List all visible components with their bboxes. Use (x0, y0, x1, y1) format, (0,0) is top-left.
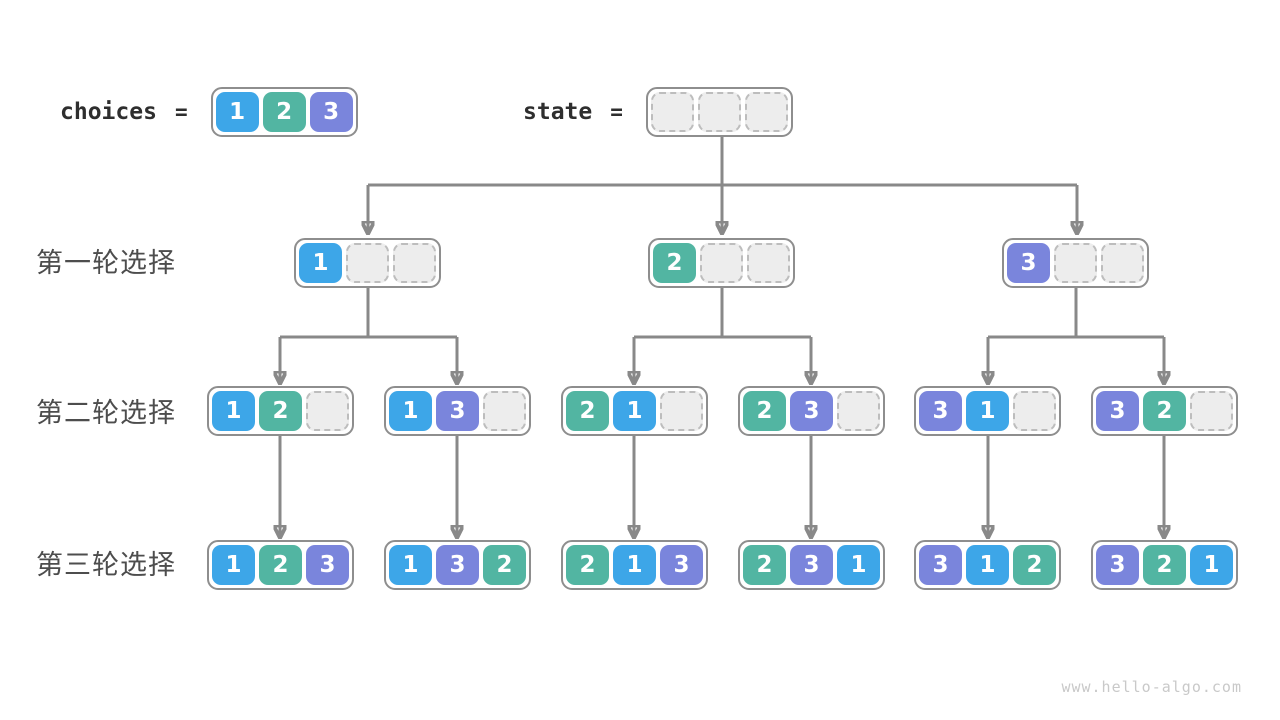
cell: 3 (1096, 545, 1139, 585)
cell (747, 243, 790, 283)
cell: 2 (566, 545, 609, 585)
branch-level1-node3 (988, 288, 1164, 381)
cell: 2 (1143, 545, 1186, 585)
cell: 3 (436, 545, 479, 585)
tree-node-L3-5: 3 2 1 (1091, 540, 1238, 590)
cell (700, 243, 743, 283)
cell: 1 (966, 545, 1009, 585)
cell: 3 (309, 92, 353, 132)
tree-node-L1-2: 3 (1002, 238, 1149, 288)
tree-node-L2-0: 1 2 (207, 386, 354, 436)
tree-node-L2-3: 2 3 (738, 386, 885, 436)
cell: 3 (1007, 243, 1050, 283)
tree-node-L2-5: 3 2 (1091, 386, 1238, 436)
cell (483, 391, 526, 431)
cell: 3 (919, 391, 962, 431)
cell: 2 (259, 391, 302, 431)
cell: 3 (660, 545, 703, 585)
tree-node-L3-0: 1 2 3 (207, 540, 354, 590)
state-equation: state = (523, 87, 793, 137)
cell (306, 391, 349, 431)
cell: 1 (389, 391, 432, 431)
cell: 3 (306, 545, 349, 585)
choices-equation: choices = 1 2 3 (60, 87, 358, 137)
cell: 2 (743, 391, 786, 431)
cell: 2 (259, 545, 302, 585)
branch-level1-node2 (634, 288, 811, 381)
root-branch (368, 136, 1077, 231)
row-label-round-3: 第三轮选择 (36, 550, 176, 580)
choices-box: 1 2 3 (210, 87, 358, 137)
cell: 2 (743, 545, 786, 585)
cell: 1 (1190, 545, 1233, 585)
cell: 1 (389, 545, 432, 585)
tree-node-L2-1: 1 3 (384, 386, 531, 436)
cell: 2 (262, 92, 306, 132)
tree-node-L3-1: 1 3 2 (384, 540, 531, 590)
watermark: www.hello-algo.com (1061, 678, 1242, 696)
tree-node-L3-4: 3 1 2 (914, 540, 1061, 590)
cell (1054, 243, 1097, 283)
cell: 2 (1143, 391, 1186, 431)
cell (697, 92, 741, 132)
cell (744, 92, 788, 132)
cell (346, 243, 389, 283)
tree-node-L2-4: 3 1 (914, 386, 1061, 436)
tree-node-L1-1: 2 (648, 238, 795, 288)
cell: 3 (1096, 391, 1139, 431)
cell: 1 (299, 243, 342, 283)
cell: 1 (966, 391, 1009, 431)
cell: 1 (837, 545, 880, 585)
cell (1013, 391, 1056, 431)
cell: 1 (212, 391, 255, 431)
cell (650, 92, 694, 132)
branch-level1-node1 (280, 288, 457, 381)
cell (660, 391, 703, 431)
tree-node-L1-0: 1 (294, 238, 441, 288)
tree-node-L3-3: 2 3 1 (738, 540, 885, 590)
branch-level2-to-level3 (280, 436, 1164, 535)
row-label-round-2: 第二轮选择 (36, 398, 176, 428)
cell: 1 (215, 92, 259, 132)
cell: 1 (613, 391, 656, 431)
cell: 2 (483, 545, 526, 585)
cell: 3 (919, 545, 962, 585)
state-box (645, 87, 793, 137)
equals-sign: = (610, 100, 623, 124)
cell (1190, 391, 1233, 431)
cell (1101, 243, 1144, 283)
tree-node-L2-2: 2 1 (561, 386, 708, 436)
choices-label: choices (60, 99, 157, 125)
cell: 3 (790, 391, 833, 431)
equals-sign: = (174, 100, 188, 124)
cell: 3 (790, 545, 833, 585)
cell: 2 (566, 391, 609, 431)
cell: 2 (1013, 545, 1056, 585)
cell (393, 243, 436, 283)
state-label: state (523, 99, 593, 125)
cell (837, 391, 880, 431)
tree-node-L3-2: 2 1 3 (561, 540, 708, 590)
cell: 1 (613, 545, 656, 585)
cell: 1 (212, 545, 255, 585)
row-label-round-1: 第一轮选择 (36, 248, 176, 278)
cell: 3 (436, 391, 479, 431)
cell: 2 (653, 243, 696, 283)
